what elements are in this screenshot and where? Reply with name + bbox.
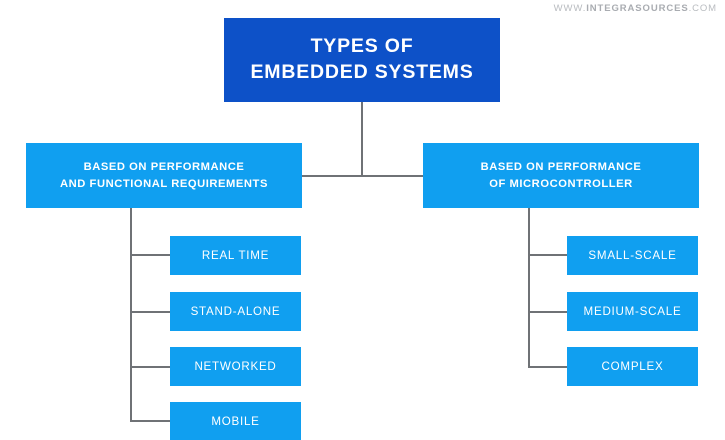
connector-root-stem [361,102,363,177]
node-leaf-mobile[interactable]: MOBILE [170,402,301,440]
node-branch-performance-functional[interactable]: BASED ON PERFORMANCE AND FUNCTIONAL REQUI… [26,143,302,208]
node-leaf-medium-scale[interactable]: MEDIUM-SCALE [567,292,698,331]
connector-left-leaf-1 [130,254,171,256]
connector-right-leaf-2 [528,311,568,313]
node-leaf-complex[interactable]: COMPLEX [567,347,698,386]
node-leaf-networked[interactable]: NETWORKED [170,347,301,386]
node-root-line-2: EMBEDDED SYSTEMS [250,61,474,83]
watermark-prefix: WWW. [553,3,587,14]
node-leaf-real-time-label: REAL TIME [201,248,270,262]
node-branch-left-line-2: AND FUNCTIONAL REQUIREMENTS [60,177,268,190]
connector-branch-splitter [301,175,424,177]
node-branch-left-label: BASED ON PERFORMANCE AND FUNCTIONAL REQUI… [26,159,302,191]
connector-right-leaf-1 [528,254,568,256]
node-leaf-small-scale[interactable]: SMALL-SCALE [567,236,698,275]
node-leaf-networked-label: NETWORKED [194,359,277,373]
node-branch-right-line-2: OF MICROCONTROLLER [489,177,633,190]
node-leaf-complex-label: COMPLEX [601,359,664,373]
node-branch-performance-microcontroller[interactable]: BASED ON PERFORMANCE OF MICROCONTROLLER [423,143,699,208]
site-watermark: WWW.INTEGRASOURCES.COM [554,3,717,14]
node-branch-right-line-1: BASED ON PERFORMANCE [480,161,642,174]
node-leaf-small-scale-label: SMALL-SCALE [588,248,677,262]
connector-left-leaf-3 [130,366,171,368]
node-branch-right-label: BASED ON PERFORMANCE OF MICROCONTROLLER [423,159,699,191]
connector-right-branch-stem [528,208,530,367]
node-root-types-of-embedded-systems[interactable]: TYPES OF EMBEDDED SYSTEMS [224,18,500,102]
connector-left-leaf-4 [130,420,171,422]
node-leaf-stand-alone-label: STAND-ALONE [190,304,281,318]
watermark-brand: INTEGRASOURCES [586,3,689,14]
connector-right-leaf-3 [528,366,568,368]
node-leaf-real-time[interactable]: REAL TIME [170,236,301,275]
node-root-line-1: TYPES OF [310,35,414,58]
node-leaf-mobile-label: MOBILE [211,414,260,428]
connector-left-leaf-2 [130,311,171,313]
node-branch-left-line-1: BASED ON PERFORMANCE [83,161,245,174]
connector-left-branch-stem [130,208,132,421]
watermark-suffix: .COM [688,3,717,14]
node-leaf-stand-alone[interactable]: STAND-ALONE [170,292,301,331]
node-root-label: TYPES OF EMBEDDED SYSTEMS [224,34,500,85]
node-leaf-medium-scale-label: MEDIUM-SCALE [583,304,682,318]
